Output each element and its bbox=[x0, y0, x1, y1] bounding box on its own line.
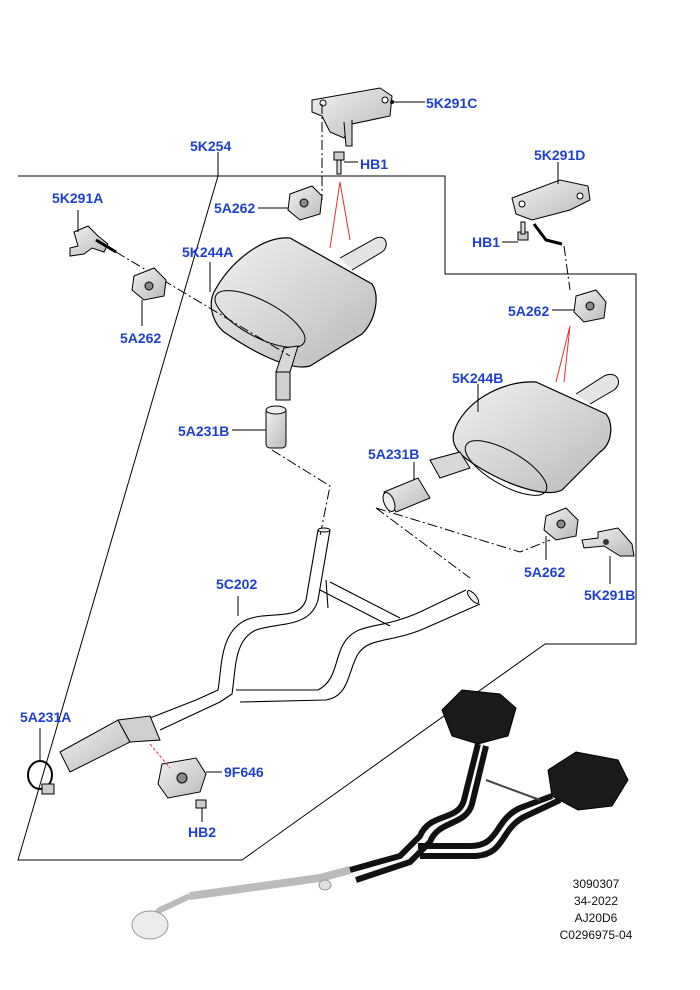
callout-lines-right bbox=[555, 325, 571, 383]
label-5A262-b: 5A262 bbox=[120, 330, 162, 346]
bracket-5K291C bbox=[311, 87, 393, 147]
sleeve-5A231B-right bbox=[382, 477, 431, 513]
muffler-5K244A bbox=[210, 236, 387, 401]
label-5A231B-right: 5A231B bbox=[368, 446, 420, 462]
centerline-left-upper bbox=[115, 251, 291, 357]
label-5C202: 5C202 bbox=[216, 576, 258, 592]
isolator-5A262-right bbox=[573, 289, 607, 323]
bolt-HB2 bbox=[195, 799, 207, 809]
flex-pipe-5A231A bbox=[27, 715, 161, 795]
centerline-right-lower bbox=[375, 507, 551, 579]
isolator-5A262-left bbox=[131, 267, 167, 301]
isolator-5A262-lower bbox=[543, 507, 579, 541]
reference-line-3: AJ20D6 bbox=[574, 911, 618, 925]
label-HB2: HB2 bbox=[188, 824, 217, 840]
centerline-right-upper bbox=[563, 245, 571, 291]
hanger-5K291B bbox=[581, 527, 635, 557]
bolt-HB1-right bbox=[517, 221, 529, 241]
sleeve-5A231B-left bbox=[265, 405, 287, 449]
label-5K244A: 5K244A bbox=[182, 244, 234, 260]
callout-lines-top bbox=[329, 181, 351, 249]
isolator-5A262-upper bbox=[287, 185, 323, 221]
label-5K244B: 5K244B bbox=[452, 370, 504, 386]
label-5A262-d: 5A262 bbox=[524, 564, 566, 580]
label-HB1-right: HB1 bbox=[472, 234, 501, 250]
system-overview bbox=[131, 689, 629, 940]
label-5A231B-left: 5A231B bbox=[178, 423, 230, 439]
bolt-HB1-top bbox=[333, 151, 345, 175]
valve-9F646 bbox=[157, 757, 207, 799]
label-5A262-c: 5A262 bbox=[508, 303, 550, 319]
label-5K291D: 5K291D bbox=[534, 147, 586, 163]
muffler-5K244B bbox=[429, 374, 619, 496]
label-HB1-top: HB1 bbox=[360, 156, 389, 172]
reference-line-2: 34-2022 bbox=[573, 894, 619, 908]
assembly-frame bbox=[17, 175, 637, 861]
label-5K254: 5K254 bbox=[190, 138, 232, 154]
reference-line-4: C0296975-04 bbox=[559, 928, 633, 942]
label-5K291C: 5K291C bbox=[426, 95, 478, 111]
callout-lines-valve bbox=[149, 743, 171, 769]
pipe-end-right bbox=[466, 590, 480, 604]
label-5K291B: 5K291B bbox=[584, 587, 636, 603]
pipe-5C202 bbox=[149, 529, 481, 731]
pipe-end-upper bbox=[317, 527, 331, 533]
label-9F646: 9F646 bbox=[224, 764, 264, 780]
hanger-5K291A bbox=[69, 225, 117, 257]
reference-line-1: 3090307 bbox=[572, 877, 620, 891]
label-5A262-a: 5A262 bbox=[214, 200, 256, 216]
bracket-5K291D bbox=[511, 179, 591, 246]
label-5K291A: 5K291A bbox=[52, 190, 104, 206]
label-5A231A: 5A231A bbox=[20, 709, 72, 725]
centerline-left-lower bbox=[271, 449, 331, 537]
